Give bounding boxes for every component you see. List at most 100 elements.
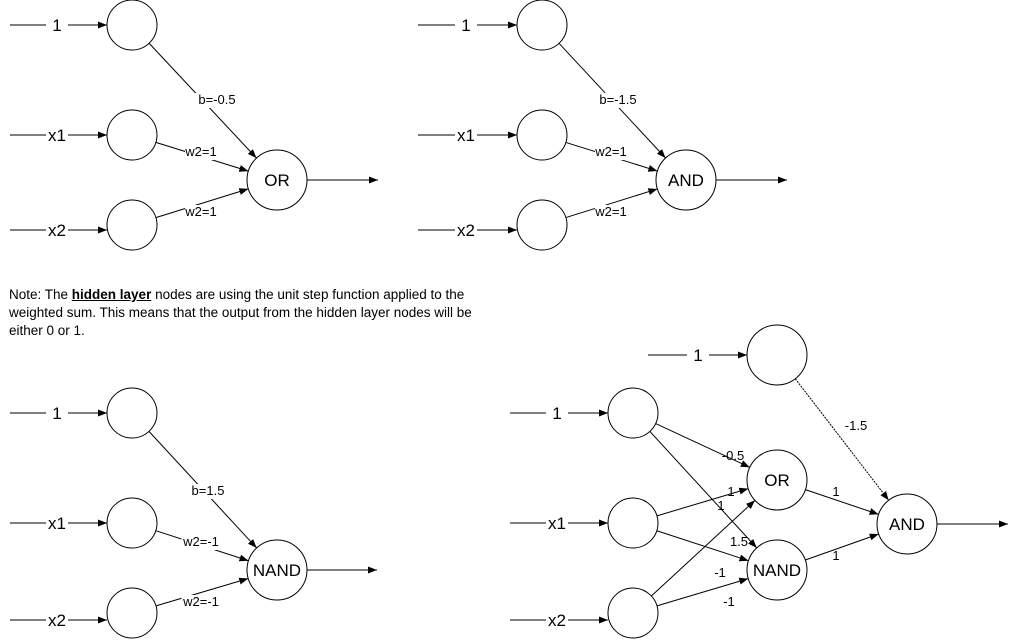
c-weight-x1-bg	[181, 535, 221, 550]
b-input-x1-label-bg	[455, 125, 477, 145]
b-weight-bias-bg	[595, 93, 641, 108]
d-input-x2-label: x2	[548, 611, 566, 630]
a-weight-x2: w2=1	[184, 204, 216, 219]
node-circle	[246, 539, 308, 601]
d-weight-top-and: -1.5	[845, 418, 867, 433]
node-circle	[607, 497, 659, 549]
d-input-bias-label: 1	[552, 404, 561, 423]
node-b-n2	[516, 109, 568, 161]
d-weight-top-and-bg	[840, 419, 872, 434]
node-a-n1	[106, 0, 158, 51]
d-input-x2-label-bg	[546, 610, 568, 630]
node-c-n1	[106, 387, 158, 439]
node-circle	[516, 199, 568, 251]
node-d-or: OR	[746, 449, 808, 511]
node-a-out: OR	[246, 149, 308, 211]
node-circle	[746, 324, 808, 386]
c-input-bias-label: 1	[52, 404, 61, 423]
a-input-bias-label: 1	[52, 16, 61, 35]
d-edge-top-and	[794, 378, 890, 501]
d-edge-x1-nand	[656, 530, 749, 562]
d-edge-bias-nand	[649, 431, 758, 549]
node-b-n3	[516, 199, 568, 251]
node-circle	[746, 449, 808, 511]
node-circle	[746, 539, 808, 601]
b-weight-x2: w2=1	[594, 204, 626, 219]
node-b-n1	[516, 0, 568, 51]
b-weight-x1-bg	[595, 145, 627, 160]
a-weight-x2-bg	[185, 205, 217, 220]
node-circle	[106, 199, 158, 251]
b-input-x1-label: x1	[457, 126, 475, 145]
c-input-x1-label-bg	[46, 513, 68, 533]
d-input-top-label: 1	[693, 346, 702, 365]
b-weight-bias: b=-1.5	[599, 92, 636, 107]
a-input-x1-label-bg	[46, 125, 68, 145]
d-weight-x1-or: 1	[727, 484, 734, 499]
c-input-x1-label: x1	[48, 514, 66, 533]
node-label: AND	[668, 171, 704, 190]
node-circle	[655, 149, 717, 211]
b-weight-x1: w2=1	[594, 144, 626, 159]
a-input-x1-label: x1	[48, 126, 66, 145]
node-circle	[106, 587, 158, 639]
d-edge-x1-or	[656, 487, 749, 517]
node-label: NAND	[253, 561, 301, 580]
a-weight-x1: w2=1	[184, 144, 216, 159]
d-edge-or-and	[805, 489, 879, 515]
node-d-n2	[607, 497, 659, 549]
c-weight-bias: b=1.5	[192, 483, 225, 498]
c-edge-x2-nand	[155, 577, 249, 607]
node-circle	[516, 109, 568, 161]
d-edge-nand-and	[805, 533, 879, 561]
d-input-top-label-bg	[687, 345, 709, 365]
node-circle	[607, 387, 659, 439]
note-emphasis: hidden layer	[71, 287, 152, 302]
b-input-bias-label-bg	[455, 15, 477, 35]
a-input-bias-label-bg	[46, 15, 68, 35]
d-weight-x2-or: 1	[717, 498, 724, 513]
node-a-n3	[106, 199, 158, 251]
d-input-x1-label-bg	[546, 513, 568, 533]
c-weight-x2-bg	[181, 595, 221, 610]
b-input-x2-label-bg	[455, 220, 477, 240]
a-input-x2-label: x2	[48, 221, 66, 240]
d-edge-x2-nand	[656, 577, 749, 607]
node-d-top	[746, 324, 808, 386]
d-weight-or-and: 1	[832, 484, 839, 499]
b-input-x2-label: x2	[457, 221, 475, 240]
d-weight-bias-or: -0.5	[722, 448, 744, 463]
d-edge-bias-or	[655, 423, 751, 468]
a-edge-x2-or	[155, 188, 249, 219]
d-weight-nand-and: 1	[832, 548, 839, 563]
node-a-n2	[106, 109, 158, 161]
c-input-x2-label-bg	[46, 610, 68, 630]
node-d-and: AND	[876, 493, 938, 555]
a-weight-bias: b=-0.5	[198, 92, 235, 107]
c-weight-x1: w2=-1	[182, 534, 219, 549]
node-label: AND	[889, 515, 925, 534]
node-circle	[876, 493, 938, 555]
d-edge-x2-or	[651, 499, 756, 597]
b-edge-x2-and	[565, 188, 658, 219]
d-weight-x2-nand: -1	[723, 594, 735, 609]
node-circle	[516, 0, 568, 51]
node-circle	[607, 587, 659, 639]
node-c-out: NAND	[246, 539, 308, 601]
c-input-x2-label: x2	[48, 611, 66, 630]
note-suffix: nodes are using the unit step function a…	[9, 287, 472, 338]
node-label: NAND	[753, 561, 801, 580]
node-c-n3	[106, 587, 158, 639]
a-input-x2-label-bg	[46, 220, 68, 240]
a-weight-x1-bg	[185, 145, 217, 160]
node-circle	[106, 387, 158, 439]
d-weight-bias-nand: 1.5	[730, 534, 748, 549]
node-d-n3	[607, 587, 659, 639]
node-d-nand: NAND	[746, 539, 808, 601]
node-circle	[106, 109, 158, 161]
node-b-out: AND	[655, 149, 717, 211]
node-circle	[246, 149, 308, 211]
node-label: OR	[264, 171, 290, 190]
b-input-bias-label: 1	[461, 16, 470, 35]
